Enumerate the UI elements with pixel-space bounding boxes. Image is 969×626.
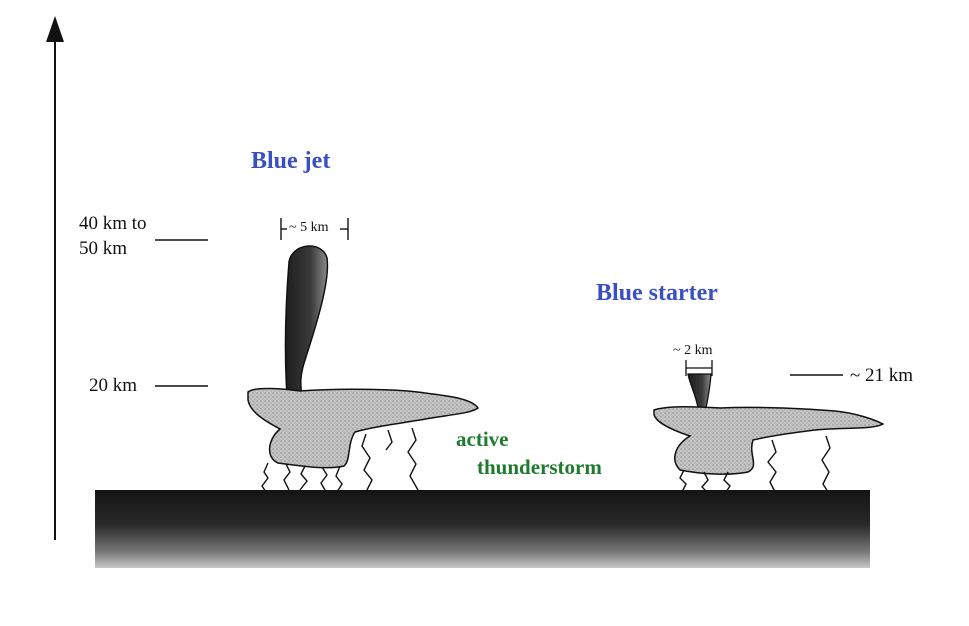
- starter-width-label: ~ 2 km: [673, 343, 713, 358]
- altitude-label-20km: 20 km: [89, 375, 138, 396]
- thunderstorm-label: thunderstorm: [477, 455, 602, 479]
- blue-jet-column: [284, 245, 329, 396]
- right-lightning-strokes: [679, 435, 831, 493]
- axis-arrow-icon: [46, 16, 64, 42]
- starter-width-bracket: [685, 360, 713, 376]
- blue-jet-title: Blue jet: [251, 148, 331, 174]
- altitude-label-40km-line1: 40 km to: [79, 213, 147, 234]
- altitude-label-21km: ~ 21 km: [850, 365, 914, 386]
- ground: [95, 490, 870, 568]
- left-thunderstorm-cloud: [247, 387, 480, 469]
- altitude-axis: [46, 16, 64, 540]
- blue-starter-column: [687, 373, 712, 409]
- active-label: active: [456, 427, 509, 451]
- altitude-label-40km-line2: 50 km: [79, 238, 128, 259]
- jet-width-label: ~ 5 km: [289, 220, 329, 235]
- left-lightning-strokes: [261, 427, 419, 493]
- jet-width-bracket: [280, 218, 349, 240]
- right-thunderstorm-cloud: [653, 406, 885, 475]
- blue-starter-title: Blue starter: [596, 280, 718, 306]
